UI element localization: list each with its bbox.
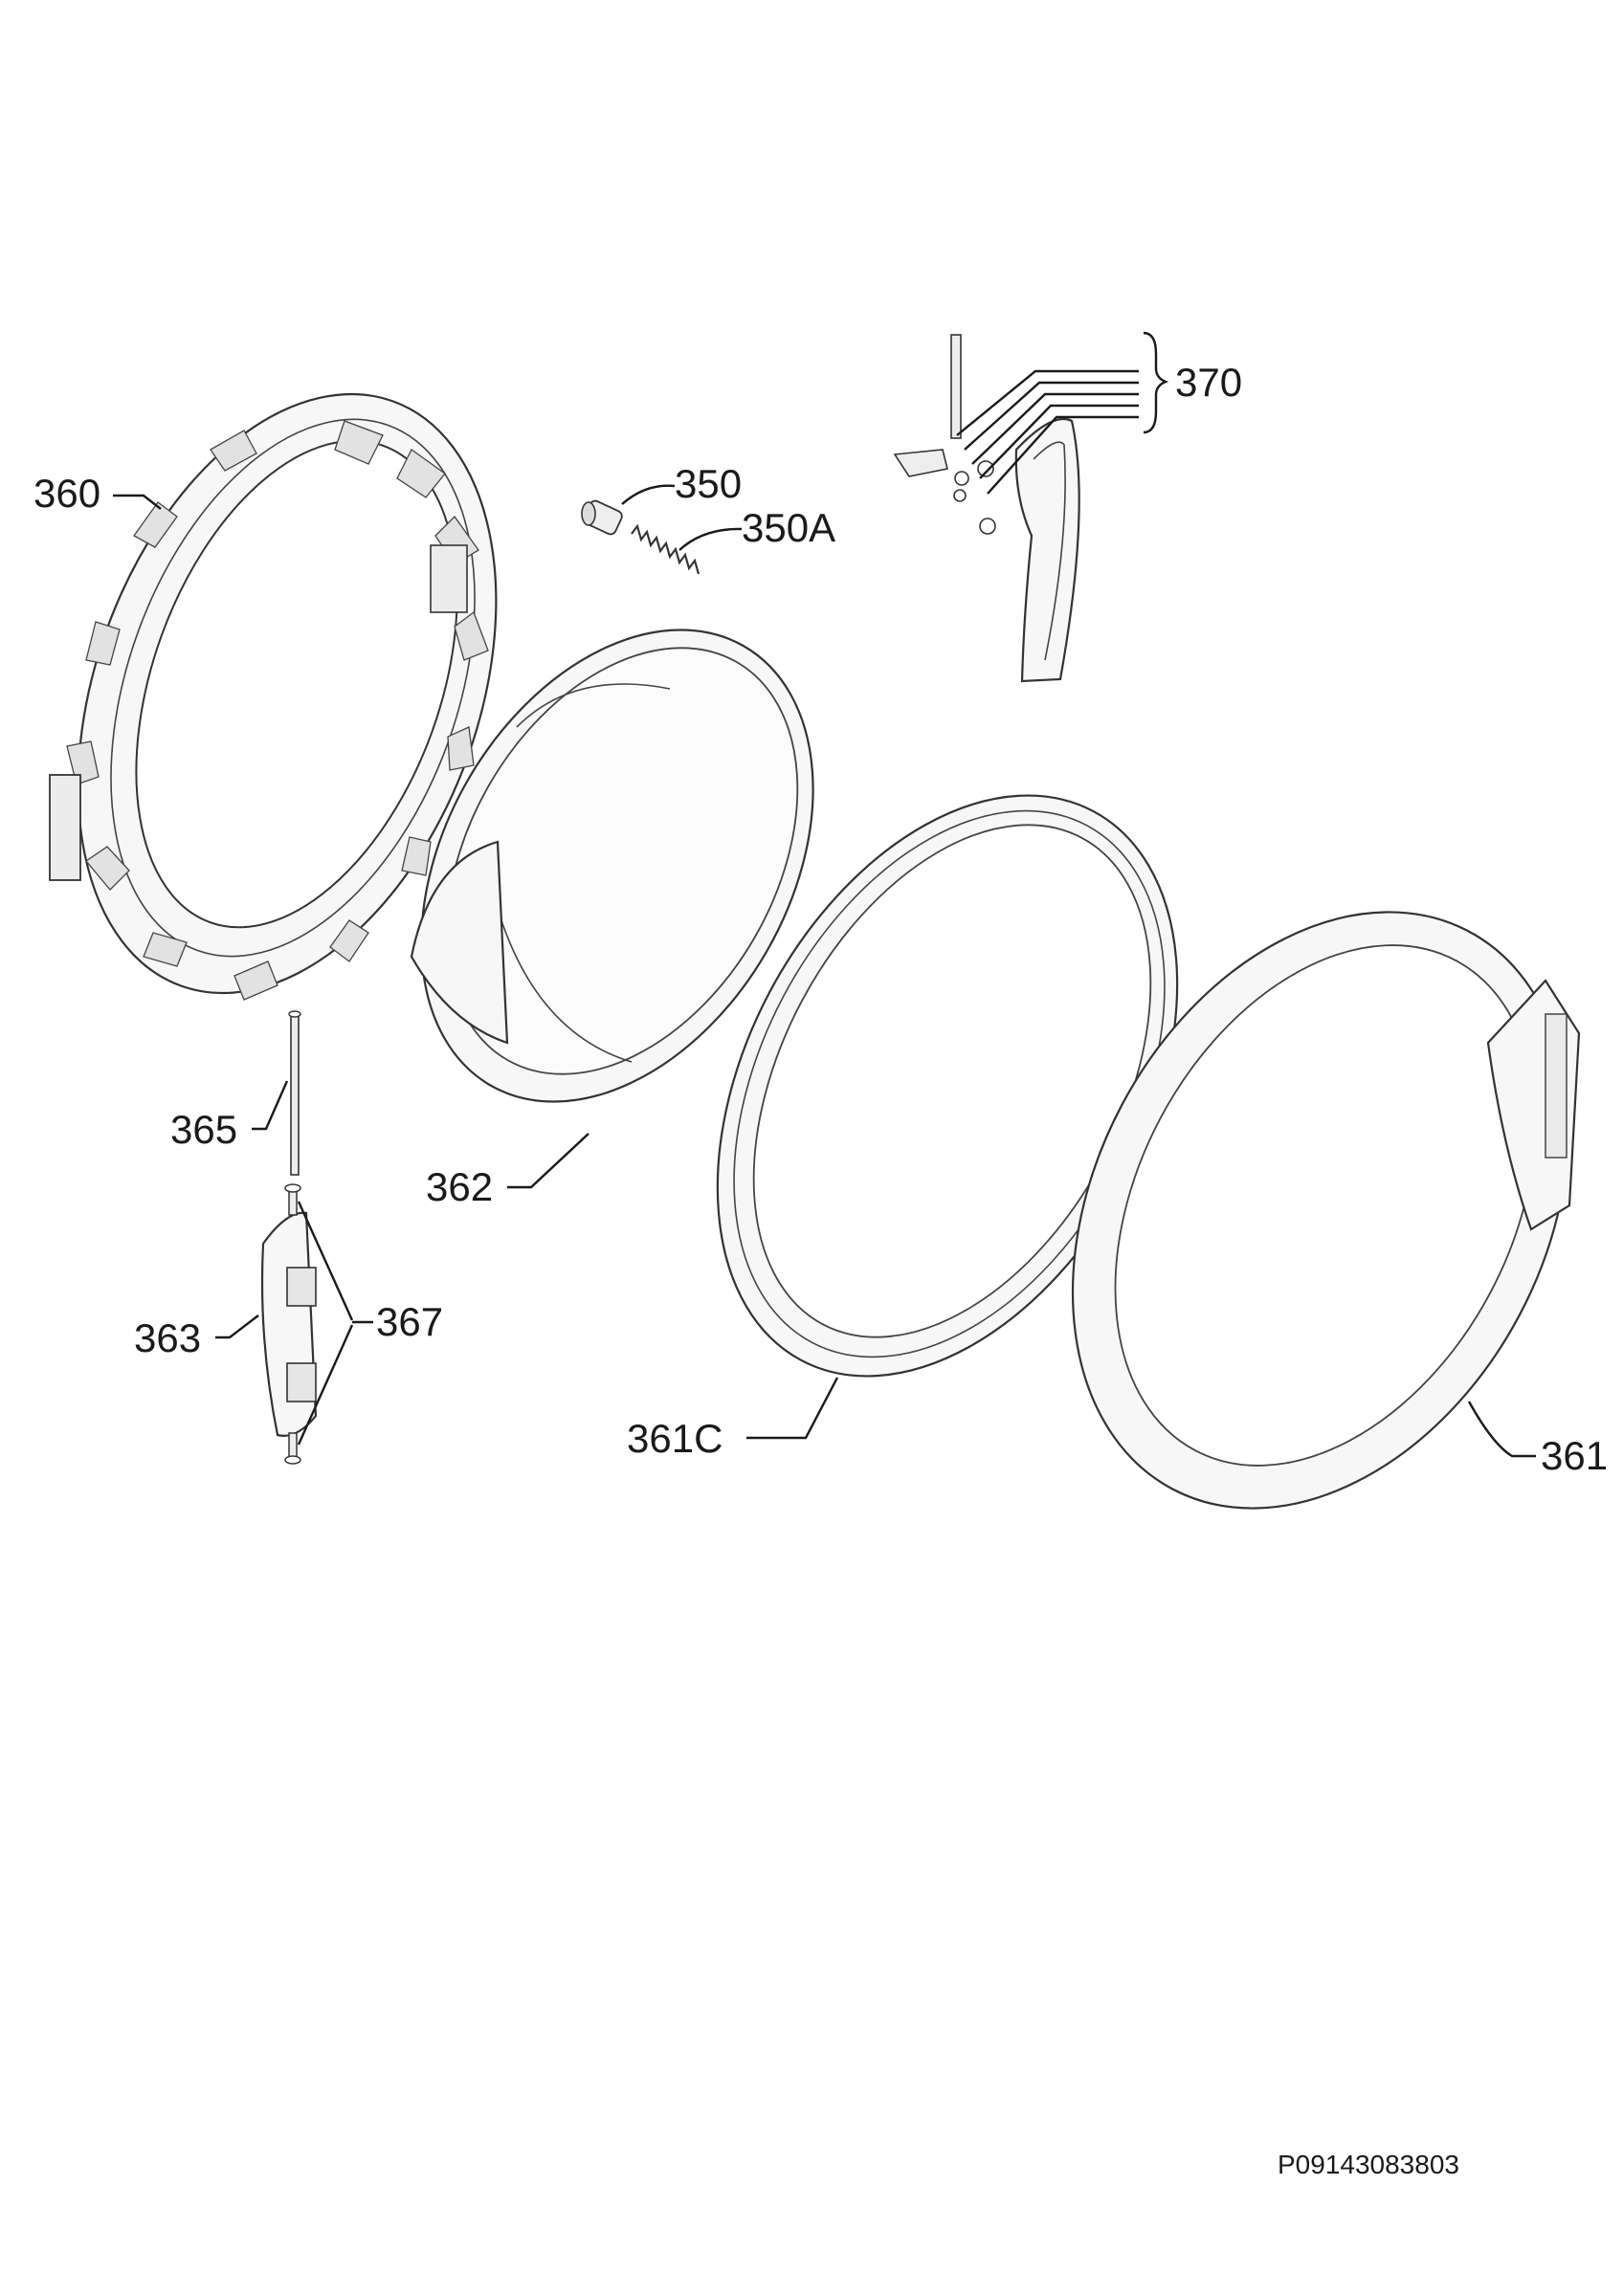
part-361-outer-door-ring[interactable] [974, 826, 1623, 1594]
svg-text:350: 350 [675, 461, 742, 506]
svg-text:370: 370 [1175, 360, 1242, 405]
svg-text:362: 362 [426, 1164, 493, 1209]
part-370-handle-kit[interactable] [893, 334, 1080, 683]
label-350a: 350A [678, 505, 835, 551]
svg-text:360: 360 [33, 471, 100, 516]
svg-text:361C: 361C [627, 1416, 723, 1461]
label-367: 367 [297, 1201, 443, 1446]
label-361: 361 [1467, 1401, 1608, 1478]
label-363: 363 [134, 1314, 259, 1360]
part-367-screws[interactable] [284, 1183, 301, 1465]
svg-text:367: 367 [376, 1299, 443, 1344]
drawing-code: P09143083803 [1278, 2150, 1459, 2179]
label-360: 360 [33, 471, 162, 516]
label-365: 365 [170, 1080, 289, 1152]
svg-text:361: 361 [1541, 1433, 1608, 1478]
label-362: 362 [426, 1133, 589, 1209]
label-370: 370 [956, 331, 1242, 495]
svg-text:350A: 350A [742, 505, 835, 550]
part-360-door-frame[interactable] [1, 336, 573, 1051]
part-361c-door-seal[interactable] [624, 717, 1271, 1454]
svg-text:363: 363 [134, 1315, 201, 1360]
label-361c: 361C [627, 1377, 839, 1461]
part-350a-spring[interactable] [631, 523, 700, 575]
part-363-hinge[interactable] [260, 1211, 318, 1437]
part-362-door-glass[interactable] [342, 561, 894, 1172]
frame-ribs [66, 420, 489, 1001]
part-350-bushing[interactable] [581, 499, 624, 537]
part-365-hinge-pin[interactable] [288, 1010, 301, 1176]
svg-text:365: 365 [170, 1107, 237, 1152]
label-350: 350 [621, 461, 742, 506]
